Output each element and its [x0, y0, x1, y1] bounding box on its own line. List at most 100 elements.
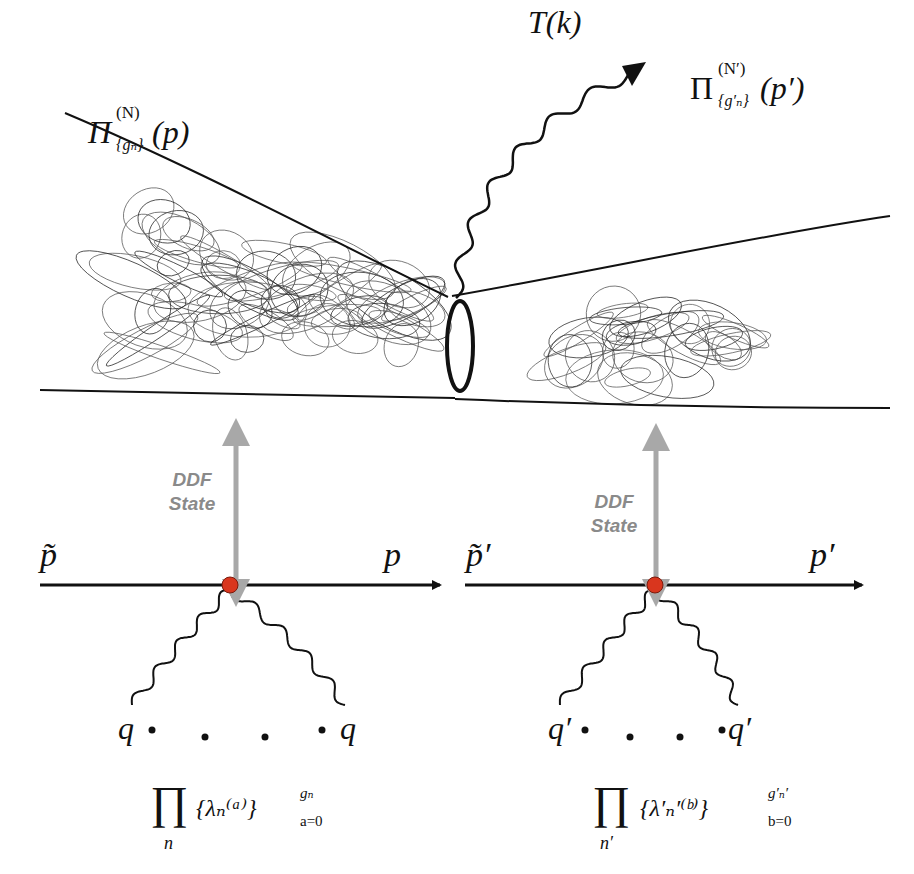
subscript: {g′ₙ} — [718, 93, 749, 109]
arrow-head — [622, 62, 646, 86]
scribble-loop — [597, 314, 641, 356]
scribble-loop — [188, 281, 307, 338]
scribble-loop — [293, 257, 387, 328]
scribble-loop — [273, 231, 360, 308]
scribble-loop — [205, 250, 240, 280]
wavy-line — [230, 590, 345, 705]
superscript: (N′) — [718, 60, 745, 77]
wavy-line — [655, 590, 738, 705]
scribble-loop — [115, 178, 183, 243]
scribble-loop — [230, 325, 264, 353]
scribble-loop — [193, 254, 306, 315]
superscript: (N) — [116, 104, 140, 121]
vertex-loop — [447, 301, 473, 391]
scribble-loop — [689, 325, 773, 361]
scribble-loop — [659, 318, 715, 382]
wavy-line — [455, 75, 628, 298]
scribble-loop — [116, 209, 167, 264]
scribble-loop — [129, 284, 176, 338]
scribble-loop — [617, 349, 717, 405]
scribble-cloud — [523, 277, 773, 414]
ddf-arrow — [222, 418, 250, 607]
momentum-label: p — [384, 538, 401, 572]
scribble-loop — [89, 309, 201, 391]
wavy-lines — [132, 62, 738, 705]
scribble-loop — [94, 281, 195, 360]
ddf-label: DDF State — [590, 490, 638, 538]
scribble-loop — [362, 251, 437, 316]
scribble-loop — [603, 364, 652, 391]
vertex-dot — [647, 577, 663, 593]
scribble-cloud — [69, 178, 463, 390]
product-symbol: ∏ — [150, 780, 188, 826]
scribble-loop — [69, 240, 192, 320]
scribble-loop — [546, 333, 594, 389]
scribble-loop — [193, 244, 306, 332]
scribble-loop — [616, 305, 725, 344]
scribble-loop — [177, 230, 273, 295]
scribble-loop — [258, 237, 330, 305]
superscript: g′ₙ′ — [768, 786, 788, 801]
pi-symbol: Π — [690, 72, 713, 104]
scribble-loop — [381, 284, 449, 333]
scribble-loop — [642, 312, 726, 373]
scribble-loop — [379, 319, 423, 370]
ellipsis-dots — [149, 727, 726, 741]
momentum-label: p̃′ — [466, 538, 490, 572]
scribble-loop — [534, 323, 614, 399]
scribble-loop — [233, 247, 299, 304]
ddf-arrow — [642, 423, 670, 607]
scribble-loop — [589, 304, 663, 327]
set-label: {λₙ⁽ᵃ⁾} — [196, 796, 257, 820]
momentum-label: q — [340, 712, 356, 744]
scribble-loop — [86, 304, 204, 383]
scribble-loop — [206, 303, 254, 364]
scribble-loop — [605, 289, 687, 345]
scribble-loop — [202, 271, 278, 338]
scribble-loop — [189, 305, 231, 346]
pi-symbol: Π — [88, 116, 111, 148]
scribble-loop — [711, 331, 756, 374]
scribble-loop — [540, 307, 617, 362]
momentum-label: p′ — [810, 538, 834, 572]
subscript: {gₙ} — [116, 137, 143, 153]
wavy-line — [132, 590, 230, 705]
tube-outline — [40, 390, 455, 398]
product-index: n — [164, 834, 173, 852]
momentum-label: q — [118, 712, 134, 744]
subscript: a=0 — [300, 814, 323, 829]
scribble-loop — [564, 347, 665, 407]
scribble-loop — [131, 245, 226, 303]
vertex-dot — [222, 577, 238, 593]
momentum-label: q′ — [548, 712, 571, 744]
argument: (p) — [152, 116, 189, 148]
momentum-label: p̃ — [40, 538, 57, 572]
tensor-label: T(k) — [528, 6, 581, 38]
argument: (p′) — [760, 72, 804, 104]
scribble-loop — [669, 303, 711, 345]
set-label: {λ′ₙ′⁽ᵇ⁾} — [640, 796, 708, 820]
superscript: gₙ — [300, 786, 314, 801]
ddf-label: DDF State — [168, 468, 216, 516]
scribble-loop — [328, 290, 391, 331]
scribble-loop — [102, 327, 222, 379]
scribble-loop — [329, 316, 381, 357]
momentum-label: q′ — [728, 712, 751, 744]
scribble-loop — [132, 193, 196, 250]
scribble-loop — [322, 249, 438, 329]
product-symbol: ∏ — [592, 780, 630, 826]
tube-outline — [65, 113, 448, 297]
scribble-loop — [264, 305, 303, 333]
scribble-loop — [291, 256, 413, 298]
scribble-loop — [260, 284, 302, 321]
tube-outline — [452, 216, 890, 296]
scribble-loop — [613, 306, 692, 350]
subscript: b=0 — [768, 814, 791, 829]
product-index: n′ — [600, 834, 613, 852]
scribble-loop — [278, 317, 332, 361]
scribble-loop — [697, 318, 769, 354]
scribble-loop — [134, 201, 228, 276]
scribble-loop — [683, 322, 745, 355]
